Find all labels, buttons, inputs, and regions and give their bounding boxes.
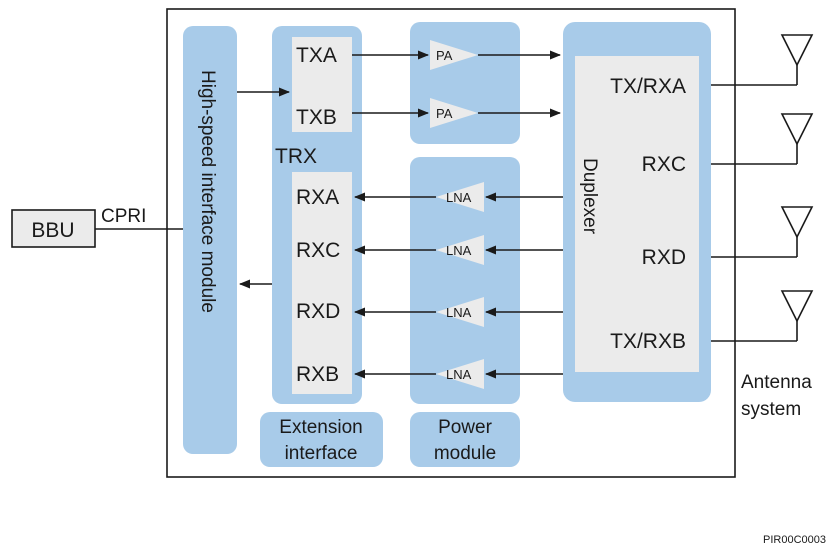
power-module-line1: Power <box>438 417 493 438</box>
lna-label-4: LNA <box>446 367 472 382</box>
duplexer-port-rxc: RXC <box>642 153 686 176</box>
pa-amplifier-1 <box>430 40 478 70</box>
lna-amplifier-1 <box>436 182 484 212</box>
antenna-4 <box>711 290 814 342</box>
pa-label-1: PA <box>436 48 453 63</box>
lna-label-3: LNA <box>446 305 472 320</box>
bbu-label: BBU <box>31 219 74 242</box>
antenna-2 <box>711 113 814 165</box>
trx-label: TRX <box>275 145 317 168</box>
duplexer-label: Duplexer <box>579 158 600 235</box>
figure-id: PIR00C0003 <box>763 534 826 546</box>
duplexer-port-txrxa: TX/RXA <box>610 75 686 98</box>
rru-frame <box>166 8 736 478</box>
extension-interface-line2: interface <box>285 443 358 464</box>
lna-module <box>410 157 520 404</box>
port-txa: TXA <box>296 44 337 67</box>
power-module-line2: module <box>434 443 496 464</box>
pa-label-2: PA <box>436 106 453 121</box>
trx-tx-port-area <box>292 37 352 132</box>
pa-amplifier-2 <box>430 98 478 128</box>
power-module-box <box>410 412 520 467</box>
lna-amplifier-3 <box>436 297 484 327</box>
antenna-1 <box>711 34 814 86</box>
lna-label-1: LNA <box>446 190 472 205</box>
trx-rx-port-area <box>292 172 352 394</box>
duplexer-port-txrxb: TX/RXB <box>610 330 686 353</box>
antenna-system-line2: system <box>741 399 801 420</box>
port-txb: TXB <box>296 106 337 129</box>
port-rxd: RXD <box>296 300 340 323</box>
port-rxb: RXB <box>296 363 339 386</box>
pa-module <box>410 22 520 144</box>
antenna-system-line1: Antenna <box>741 372 812 393</box>
lna-amplifier-4 <box>436 359 484 389</box>
duplexer-port-area <box>575 56 699 372</box>
duplexer-port-rxd: RXD <box>642 246 686 269</box>
port-rxa: RXA <box>296 186 339 209</box>
extension-interface-line1: Extension <box>279 417 362 438</box>
bbu-box <box>11 209 96 248</box>
interface-module-label: High-speed interface module <box>197 70 218 313</box>
port-rxc: RXC <box>296 239 340 262</box>
lna-amplifier-2 <box>436 235 484 265</box>
lna-label-2: LNA <box>446 243 472 258</box>
cpri-label: CPRI <box>101 206 146 227</box>
interface-module <box>183 26 237 454</box>
extension-interface-box <box>260 412 383 467</box>
antenna-3 <box>711 206 814 258</box>
